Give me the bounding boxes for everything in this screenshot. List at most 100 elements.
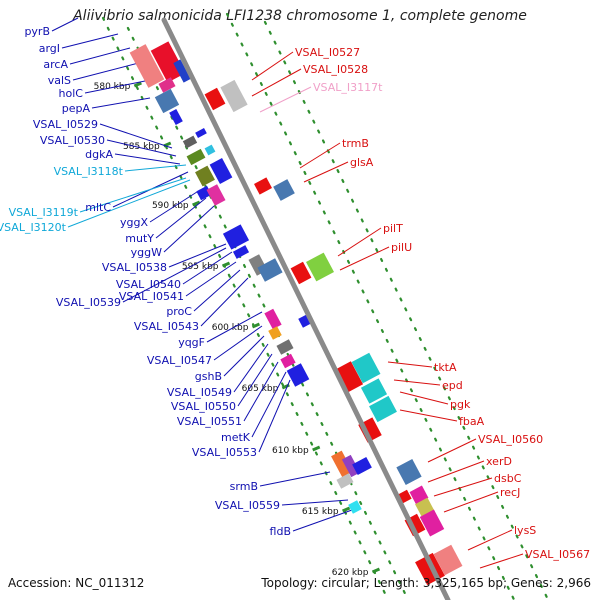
leader-vsal-i0553 [258,379,291,453]
gene-label-vsal-i0529: VSAL_I0529 [33,118,98,131]
leader-vsal-i3119t [79,177,187,213]
leader-vsal-i0530 [106,139,177,157]
leader-pepa [91,97,151,109]
kbp-tick-mark [192,200,201,207]
gene-label-vsal-i0567: VSAL_I0567 [525,548,590,561]
accession-text: Accession: NC_011312 [8,576,145,590]
gene-feature-block [433,544,463,576]
gene-label-pgk: pgk [450,398,471,411]
leader-tkta [387,361,433,368]
leader-pyrb [51,17,79,32]
gene-feature-block [341,454,361,478]
gene-label-yggx: yggX [120,216,148,229]
leader-vsal-i0539 [122,247,227,303]
leader-muty [155,197,207,239]
leader-vsal-i0560 [427,438,477,463]
gene-label-muty: mutY [125,232,154,245]
gene-features [129,41,463,586]
gene-label-dgka: dgkA [85,148,113,161]
kbp-tick-label: 600 kbp [212,323,249,333]
gene-feature-block [396,458,422,486]
kbp-tick-label: 595 kbp [182,262,219,272]
gene-label-xerd: xerD [486,455,512,468]
gene-label-vsal-i0541: VSAL_I0541 [119,290,184,303]
leader-vsal-i0529 [99,123,173,149]
topology-text: Topology: circular; Length: 3,325,165 bp… [261,576,591,590]
gene-label-vsal-i0539: VSAL_I0539 [56,296,121,309]
gene-label-vsal-i0549: VSAL_I0549 [167,386,232,399]
leader-vsal-i0528 [251,68,302,97]
leader-lyss [467,529,513,551]
leader-epd [393,379,441,386]
gene-labels: pyrBargIarcAvalSholCpepAVSAL_I0529VSAL_I… [0,25,590,561]
gene-label-vals: valS [48,74,71,87]
gene-feature-block [154,88,180,114]
label-leaders [51,17,524,569]
leader-dgka [114,153,181,165]
gene-label-vsal-i0560: VSAL_I0560 [478,433,543,446]
leader-vsal-i0540 [182,251,233,285]
leader-recj [443,491,499,513]
gene-label-vsal-i0559: VSAL_I0559 [215,499,280,512]
leader-vsal-i3118t [124,164,187,172]
gene-feature-block [360,378,388,404]
gene-feature-block [150,41,186,83]
kbp-tick-label: 605 kbp [242,384,279,394]
gene-feature-block [220,79,248,113]
track-dots-4 [263,20,550,600]
kbp-tick-label: 610 kbp [272,446,309,456]
kbp-tick-label: 620 kbp [332,568,369,578]
gene-feature-block [276,339,294,355]
leader-pgk [399,391,449,405]
leader-vsal-i0551 [243,361,279,422]
leader-argi [61,33,119,49]
gene-label-proc: proC [166,305,192,318]
track-dots-1 [101,16,390,600]
gene-label-dsbc: dsbC [494,472,522,485]
kbp-tick-mark [312,445,321,452]
track-dots-3 [225,12,516,600]
gene-label-metk: metK [221,431,251,444]
gene-feature-block [306,252,334,282]
leader-fbaa [399,409,458,422]
gene-label-fldb: fldB [270,525,291,538]
gene-feature-block [129,44,165,88]
leader-pilu [339,246,390,271]
leader-yggw [163,205,215,253]
gene-label-trmb: trmB [342,137,369,150]
gene-feature-block [290,261,312,285]
gene-label-vsal-i3118t: VSAL_I3118t [54,165,124,178]
gene-feature-block [257,258,283,282]
leader-dsbc [433,477,493,497]
gene-feature-block [334,361,364,393]
leader-vsal-i3120t [67,179,191,228]
gene-feature-block [195,128,207,138]
leader-metk [251,371,287,438]
leader-vsal-i0538 [168,243,227,268]
gene-feature-block [286,363,310,387]
leader-yqgf [206,311,263,343]
leader-fldb [292,509,353,532]
gene-feature-block [204,87,226,111]
kbp-tick-label: 615 kbp [302,507,339,517]
gene-label-vsal-i3117t: VSAL_I3117t [313,81,383,94]
leader-vsal-i3117t [259,86,312,113]
gene-feature-block [182,135,198,149]
gene-label-fbaa: fbaA [459,415,485,428]
leader-proc [193,269,241,312]
gene-label-gshb: gshB [195,370,222,383]
leader-glsa [303,161,349,183]
gene-label-vsal-i3119t: VSAL_I3119t [9,206,79,219]
gene-feature-block [273,179,295,201]
gene-feature-block [419,509,445,537]
gene-label-mltc: mltC [85,201,111,214]
leader-vsal-i0547 [213,325,263,361]
map-title: Aliivibrio salmonicida LFI1238 chromosom… [73,8,527,24]
gene-label-lyss: lysS [514,524,536,537]
gene-label-argi: argI [39,42,60,55]
gene-feature-block [195,165,215,187]
kbp-tick-mark [341,506,351,513]
kbp-tick-label: 580 kbp [94,82,131,92]
leader-arca [69,47,131,65]
